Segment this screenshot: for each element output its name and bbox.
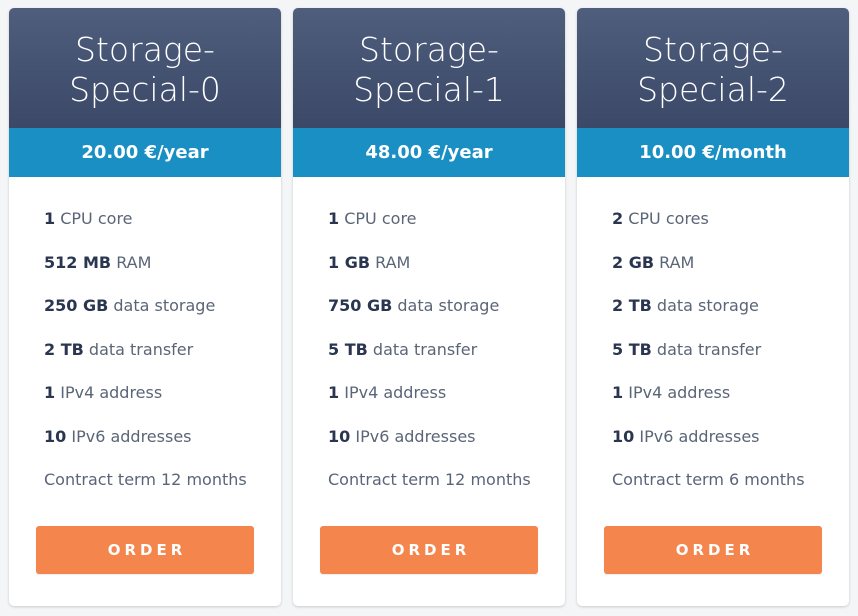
feature-ipv4: 1 IPv4 address (328, 380, 531, 424)
feature-cpu: 1 CPU core (44, 206, 247, 250)
feature-contract-term: Contract term 12 months (44, 467, 247, 511)
feature-label: Contract term 6 months (612, 470, 805, 489)
feature-label: data transfer (88, 339, 194, 359)
plan-price: 20.00 €/year (9, 128, 281, 177)
feature-label: IPv4 address (628, 383, 731, 402)
feature-label: IPv4 address (60, 383, 163, 402)
feature-value: 250 GB (44, 296, 109, 315)
plan-card-storage-special-0: Storage-Special-0 20.00 €/year 1 CPU cor… (9, 8, 281, 606)
plan-price: 48.00 €/year (293, 128, 565, 177)
feature-list: 2 CPU cores 2 GB RAM 2 TB data storage 5… (612, 206, 805, 511)
feature-contract-term: Contract term 6 months (612, 467, 805, 511)
feature-cpu: 1 CPU core (328, 206, 531, 250)
feature-ram: 1 GB RAM (328, 250, 531, 294)
plan-title: Storage-Special-1 (353, 30, 505, 109)
feature-value: 1 GB (328, 252, 371, 272)
feature-label: IPv6 addresses (71, 426, 192, 446)
plan-price: 10.00 €/month (577, 128, 849, 177)
feature-value: 2 (612, 209, 624, 228)
feature-label: data transfer (372, 339, 478, 359)
feature-label: data storage (397, 296, 500, 315)
plan-header: Storage-Special-2 (577, 8, 849, 128)
feature-value: 5 TB (328, 339, 368, 359)
feature-value: 1 (612, 383, 624, 402)
feature-value: 10 (328, 426, 351, 446)
feature-transfer: 5 TB data transfer (328, 337, 531, 381)
feature-storage: 750 GB data storage (328, 293, 531, 337)
feature-ipv6: 10 IPv6 addresses (44, 424, 247, 468)
feature-label: data storage (656, 296, 759, 315)
feature-label: IPv4 address (344, 383, 447, 402)
feature-label: IPv6 addresses (355, 426, 476, 446)
feature-label: Contract term 12 months (44, 470, 247, 489)
feature-label: CPU cores (628, 209, 709, 228)
plan-header: Storage-Special-1 (293, 8, 565, 128)
feature-value: 10 (612, 426, 635, 446)
feature-list: 1 CPU core 1 GB RAM 750 GB data storage … (328, 206, 531, 511)
order-button[interactable]: ORDER (320, 526, 538, 574)
plan-title: Storage-Special-2 (637, 30, 789, 109)
feature-value: 5 TB (612, 339, 652, 359)
feature-storage: 250 GB data storage (44, 293, 247, 337)
feature-value: 2 TB (612, 296, 652, 315)
feature-storage: 2 TB data storage (612, 293, 805, 337)
feature-ipv4: 1 IPv4 address (44, 380, 247, 424)
feature-label: IPv6 addresses (639, 426, 760, 446)
feature-ipv4: 1 IPv4 address (612, 380, 805, 424)
feature-list: 1 CPU core 512 MB RAM 250 GB data storag… (44, 206, 247, 511)
feature-value: 2 TB (44, 339, 84, 359)
plan-header: Storage-Special-0 (9, 8, 281, 128)
feature-value: 1 (44, 383, 56, 402)
order-button[interactable]: ORDER (604, 526, 822, 574)
feature-label: CPU core (60, 209, 133, 228)
order-button[interactable]: ORDER (36, 526, 254, 574)
feature-value: 1 (328, 383, 340, 402)
feature-label: RAM (659, 252, 695, 272)
feature-label: RAM (375, 252, 411, 272)
feature-value: 750 GB (328, 296, 393, 315)
feature-label: CPU core (344, 209, 417, 228)
feature-value: 2 GB (612, 252, 655, 272)
feature-contract-term: Contract term 12 months (328, 467, 531, 511)
feature-cpu: 2 CPU cores (612, 206, 805, 250)
plan-card-storage-special-1: Storage-Special-1 48.00 €/year 1 CPU cor… (293, 8, 565, 606)
feature-value: 512 MB (44, 252, 112, 272)
feature-value: 1 (44, 209, 56, 228)
feature-ram: 2 GB RAM (612, 250, 805, 294)
feature-transfer: 2 TB data transfer (44, 337, 247, 381)
plan-title: Storage-Special-0 (69, 30, 221, 109)
feature-ram: 512 MB RAM (44, 250, 247, 294)
feature-label: RAM (116, 252, 152, 272)
feature-label: data storage (113, 296, 216, 315)
plan-card-storage-special-2: Storage-Special-2 10.00 €/month 2 CPU co… (577, 8, 849, 606)
feature-label: Contract term 12 months (328, 470, 531, 489)
feature-ipv6: 10 IPv6 addresses (328, 424, 531, 468)
feature-value: 1 (328, 209, 340, 228)
feature-label: data transfer (656, 339, 762, 359)
feature-transfer: 5 TB data transfer (612, 337, 805, 381)
feature-ipv6: 10 IPv6 addresses (612, 424, 805, 468)
feature-value: 10 (44, 426, 67, 446)
